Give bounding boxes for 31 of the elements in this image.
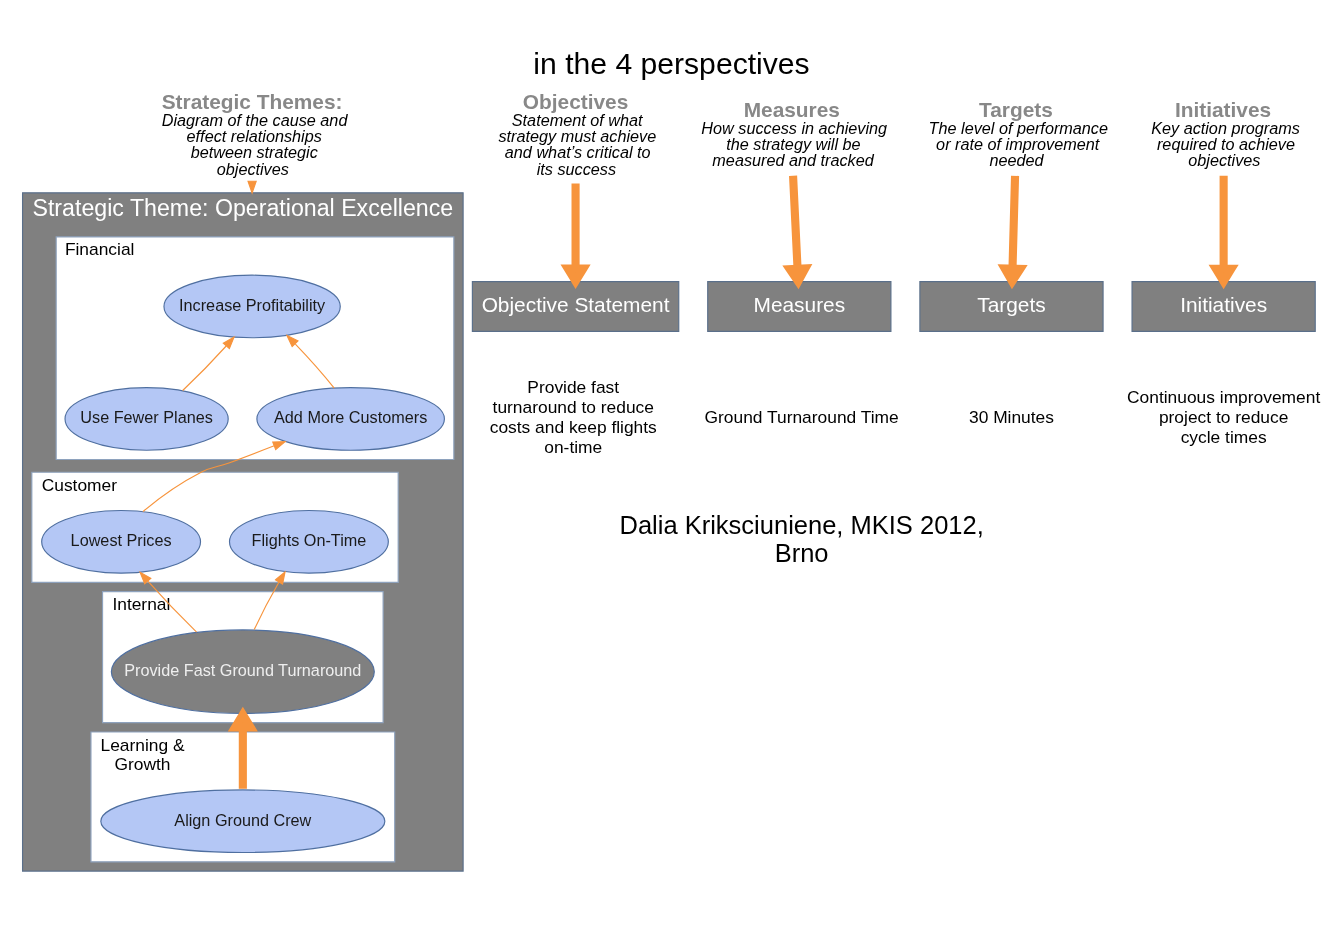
arrow xyxy=(138,570,198,633)
label: Continuous improvement project to reduce cycle times xyxy=(1127,386,1321,447)
arrow xyxy=(285,333,335,389)
arrow xyxy=(182,335,236,391)
arrow xyxy=(1208,175,1239,289)
arrow xyxy=(227,706,258,789)
node-ellipse: Lowest Prices xyxy=(41,509,202,574)
node-ellipse: Increase Profitability xyxy=(163,274,341,338)
node-ellipse: Align Ground Crew xyxy=(100,788,386,853)
label: Dalia Kriksciuniene, MKIS 2012, Brno xyxy=(619,510,984,567)
node-text: Measures How success in achieving the strategy will be measured and tracked xyxy=(701,97,888,169)
node-ellipse: Provide Fast Ground Turnaround xyxy=(110,628,375,714)
label: 30 Minutes xyxy=(968,406,1054,427)
node-text: Initiatives Key action programs required to achieve objectives xyxy=(1151,97,1300,169)
node-text: Objectives Statement of what strategy must achieve and what’s critical to its success xyxy=(498,89,657,178)
node-ellipse: Flights On-Time xyxy=(228,509,389,574)
arrow xyxy=(782,175,813,289)
diagram-title: in the 4 perspectives xyxy=(533,46,810,80)
arrow xyxy=(560,183,591,289)
node-box: Objective Statement xyxy=(471,280,680,332)
node-box: Targets xyxy=(919,280,1104,332)
label: Ground Turnaround Time xyxy=(704,406,899,427)
node-text: Strategic Themes: Diagram of the cause and effect relationships between strategic objectives xyxy=(161,89,348,178)
arrow xyxy=(253,569,286,630)
node-ellipse: Use Fewer Planes xyxy=(64,386,229,451)
arrow xyxy=(997,175,1028,289)
node-box: Measures xyxy=(707,280,892,332)
label: Provide fast turnaround to reduce costs and keep flights on-time xyxy=(489,376,657,457)
arrow xyxy=(142,440,287,512)
node-box: Initiatives xyxy=(1131,280,1316,332)
node-text: Targets The level of performance or rate of improvement needed xyxy=(928,97,1108,169)
